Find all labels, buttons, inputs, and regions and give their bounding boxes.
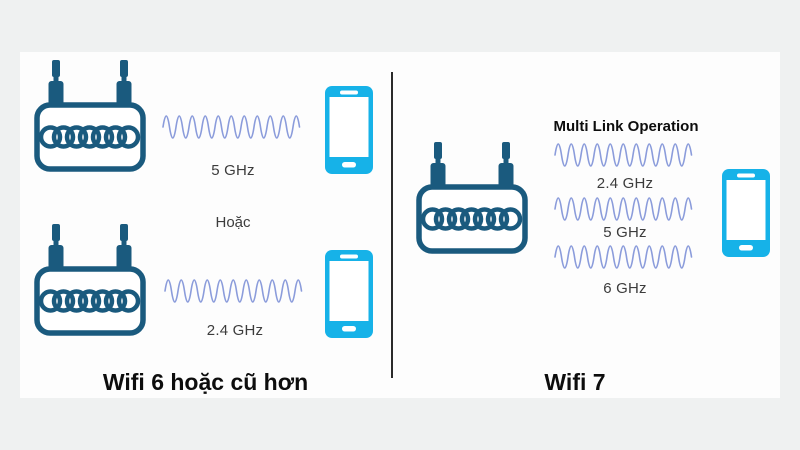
radio-wave-icon (554, 197, 693, 221)
diagram-panel (20, 52, 780, 398)
router-icon (34, 60, 146, 172)
section-title-wifi7: Wifi 7 (544, 369, 606, 395)
band-label: 2.4 GHz (596, 175, 654, 192)
or-label: Hoặc (215, 214, 251, 231)
divider-line (391, 72, 393, 378)
band-label: 5 GHz (603, 224, 647, 241)
radio-wave-icon (554, 245, 693, 269)
radio-wave-icon (162, 115, 301, 139)
router-icon (34, 224, 146, 336)
mlo-title: Multi Link Operation (553, 118, 699, 135)
band-label: 5 GHz (211, 162, 255, 179)
band-label: 2.4 GHz (206, 322, 264, 339)
radio-wave-icon (164, 279, 303, 303)
smartphone-icon (722, 169, 770, 257)
band-label: 6 GHz (603, 280, 647, 297)
smartphone-icon (325, 250, 373, 338)
router-icon (416, 142, 528, 254)
radio-wave-icon (554, 143, 693, 167)
section-title-wifi6: Wifi 6 hoặc cũ hơn (102, 369, 309, 395)
smartphone-icon (325, 86, 373, 174)
